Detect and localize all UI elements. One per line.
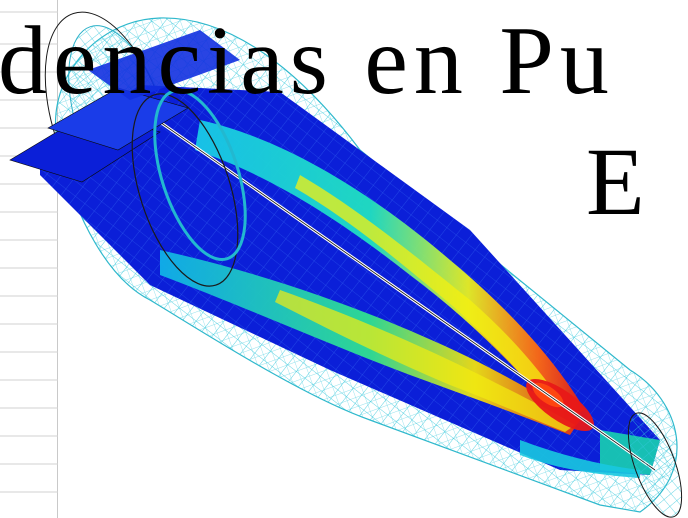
slide-title-line1: dencias en Pu: [0, 7, 615, 115]
cylinder-ring: [131, 93, 239, 287]
outlet-cap: [627, 412, 683, 518]
slide-title-line2: E: [586, 128, 645, 235]
spreadsheet-strip: [0, 0, 58, 518]
